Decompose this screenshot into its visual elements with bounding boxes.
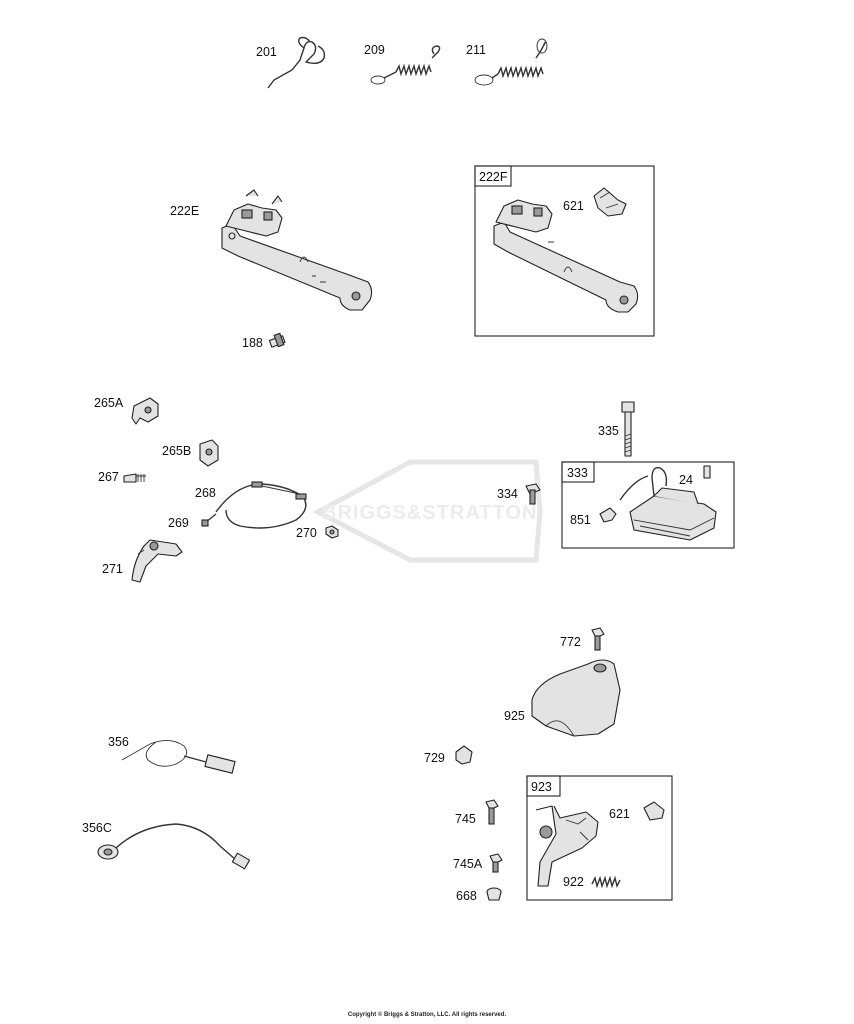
part-851-clip [599, 507, 617, 523]
part-265A-clamp [131, 397, 159, 425]
part-923-governor-bracket [535, 805, 599, 887]
part-188-screw [268, 332, 286, 348]
callout-356C: 356C [82, 821, 112, 835]
part-334-screw [525, 483, 541, 505]
callout-269: 269 [168, 516, 189, 530]
callout-335: 335 [598, 424, 619, 438]
callout-265B: 265B [162, 444, 191, 458]
part-211-spring [474, 38, 548, 86]
callout-271: 271 [102, 562, 123, 576]
callout-201: 201 [256, 45, 277, 59]
part-201-spring-clip [267, 36, 326, 89]
callout-211: 211 [466, 43, 486, 57]
callout-925: 925 [504, 709, 525, 723]
part-922-spring [591, 875, 621, 889]
kit-923-label-box [526, 775, 561, 797]
callout-267: 267 [98, 470, 119, 484]
callout-729: 729 [424, 751, 445, 765]
callout-772: 772 [560, 635, 581, 649]
part-772-screw [591, 627, 605, 651]
callout-922: 922 [563, 875, 584, 889]
callout-209: 209 [364, 43, 385, 57]
part-925-cover [531, 659, 621, 737]
callout-222E: 222E [170, 204, 199, 218]
briggs-stratton-watermark: BRIGGS&STRATTON [312, 459, 543, 563]
callout-745: 745 [455, 812, 476, 826]
watermark-text: BRIGGS&STRATTON [322, 502, 537, 524]
part-265B-clamp [199, 439, 219, 467]
part-222F-control-bracket [493, 199, 639, 313]
copyright-footer: Copyright © Briggs & Stratton, LLC. All … [347, 1012, 507, 1018]
callout-356: 356 [108, 735, 129, 749]
part-356C-ground-wire [97, 823, 251, 870]
part-271-throttle-lever [131, 539, 183, 583]
callout-621-top: 621 [563, 199, 584, 213]
kit-333-box [561, 461, 735, 549]
callout-923: 923 [531, 780, 552, 794]
part-333-ignition-armature [619, 467, 717, 541]
part-24-pin [703, 465, 711, 479]
callout-745A: 745A [453, 857, 483, 871]
kit-222F-label-box [474, 165, 512, 187]
part-335-bolt [621, 401, 635, 457]
part-222E-control-bracket [221, 189, 373, 311]
callout-333: 333 [567, 466, 588, 480]
callout-268: 268 [195, 486, 216, 500]
part-745-screw [485, 799, 499, 825]
callout-270: 270 [296, 526, 317, 540]
part-267-screw [123, 473, 146, 483]
callout-334: 334 [497, 487, 518, 501]
callout-265A: 265A [94, 396, 124, 410]
part-356-ground-wire [121, 740, 236, 774]
callout-851: 851 [570, 513, 591, 527]
part-745A-screw [489, 853, 503, 873]
callout-668: 668 [456, 889, 477, 903]
callout-222F: 222F [479, 170, 508, 184]
part-270-nut [325, 525, 339, 539]
callout-24: 24 [679, 473, 693, 487]
part-621-bottom-clip [643, 801, 665, 821]
part-269-cable-end [201, 513, 217, 527]
part-209-spring [370, 45, 441, 85]
kit-333-label-box [561, 461, 595, 483]
part-268-throttle-cable [215, 481, 307, 529]
part-621-top-clip [593, 187, 627, 217]
part-729-grommet [455, 745, 473, 765]
callout-621-bottom: 621 [609, 807, 630, 821]
callout-188: 188 [242, 336, 263, 350]
kit-923-box [526, 775, 673, 901]
kit-222F-box [474, 165, 655, 337]
part-668-bushing [486, 887, 502, 901]
